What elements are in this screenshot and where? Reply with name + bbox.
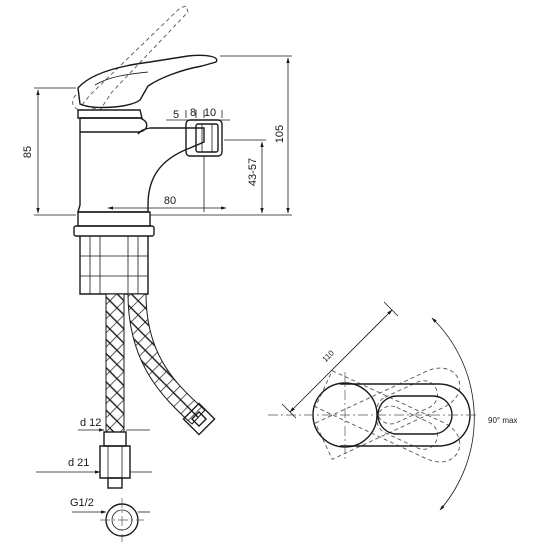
dim-43-57: 43-57 [247,158,259,186]
side-dimensions: 85 105 43-57 80 5 8 10 d 12 d 21 G1/2 [22,55,292,514]
dim-85: 85 [22,146,34,158]
dim-8: 8 [190,107,196,119]
braided-hoses [99,293,216,542]
dim-105: 105 [274,125,286,143]
dim-110: 110 [321,348,337,364]
dim-90-max: 90° max [488,416,517,425]
faucet-side-view [72,5,223,295]
dim-5: 5 [173,109,179,121]
dim-g12: G1/2 [70,497,94,509]
base-plate [77,211,151,227]
hose-right [127,293,206,425]
hose-end-fitting [182,402,216,436]
handle-outline [77,54,218,109]
dim-80: 80 [164,195,176,207]
faucet-top-view: 90° max 110 [268,301,517,511]
handle-raised-outline [81,5,189,111]
dim-d12: d 12 [80,417,101,429]
dim-d21: d 21 [68,457,89,469]
dim-10: 10 [204,107,216,119]
hose-left [105,293,125,433]
hose-nut-d21 [99,445,131,479]
